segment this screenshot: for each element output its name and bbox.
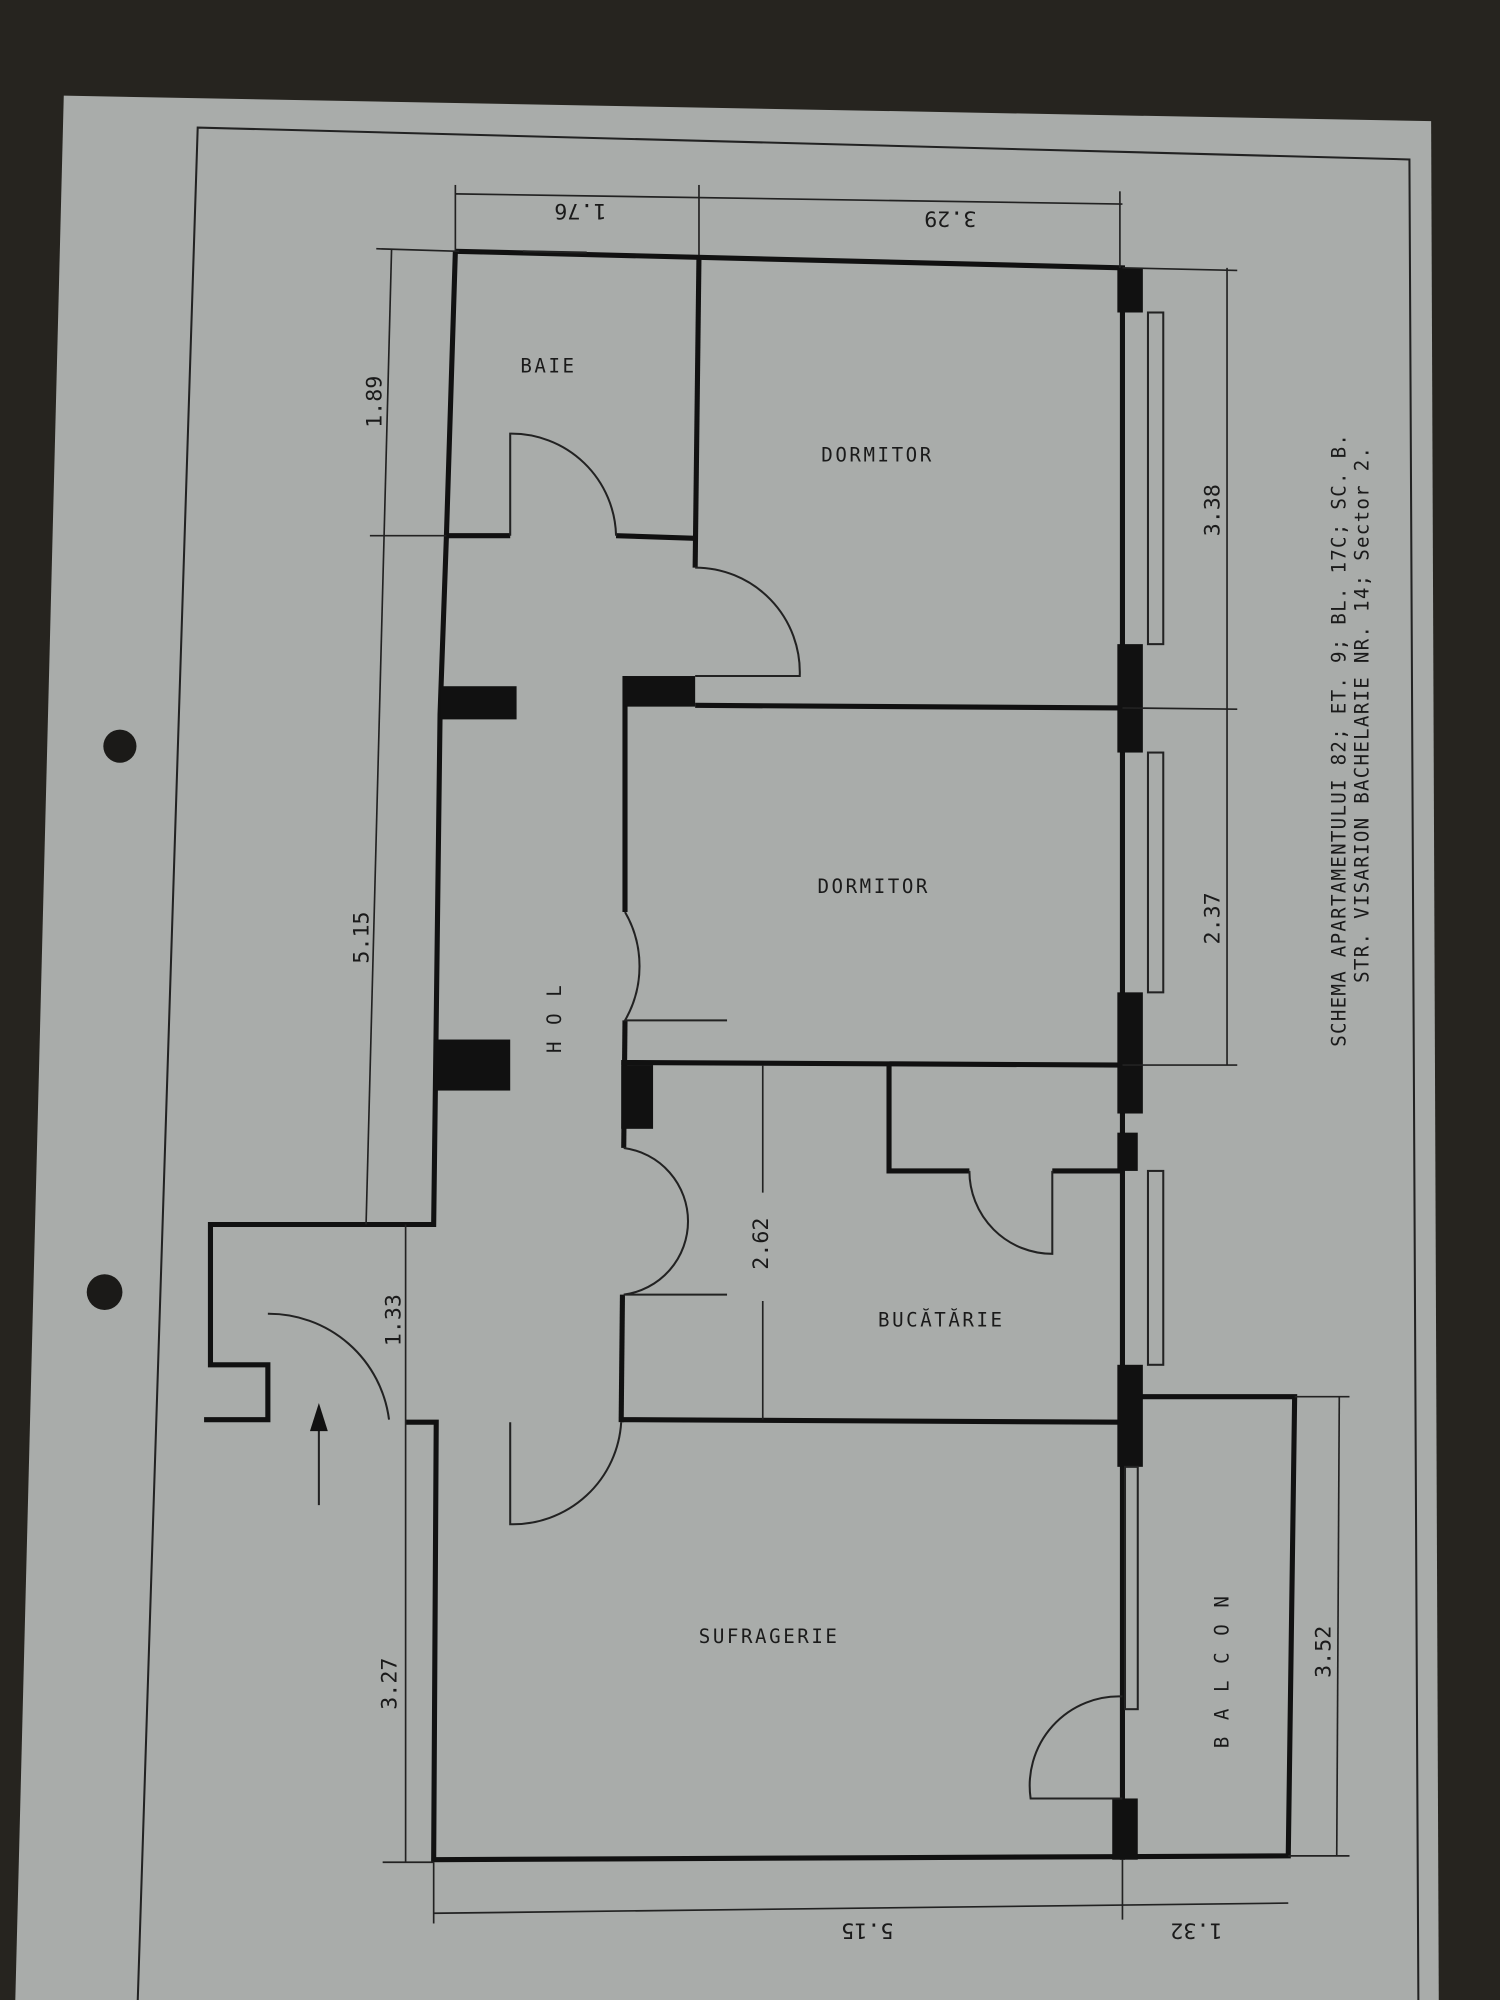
- entrance-arrow-icon: [309, 1403, 328, 1506]
- room-label-sufragerie: SUFRAGERIE: [699, 1625, 840, 1648]
- dim-label: 1.89: [362, 376, 387, 428]
- dimension-lines: [365, 184, 1350, 1924]
- room-label-hol: H O L: [543, 983, 566, 1053]
- drawing-border: [136, 126, 1420, 2000]
- dim-label: 2.62: [749, 1218, 774, 1270]
- dim-label: 3.52: [1311, 1626, 1336, 1678]
- caption-line-2: STR. VISARION BACHELARIE NR. 14; Sector …: [1351, 446, 1374, 983]
- room-label-bucatarie: BUCĂTĂRIE: [878, 1309, 1005, 1332]
- punch-hole: [103, 729, 137, 763]
- dim-label: 3.29: [924, 206, 976, 231]
- caption-line-1: SCHEMA APARTAMENTULUI 82; ET. 9; BL. 17C…: [1328, 433, 1351, 1047]
- room-label-dormitor-1: DORMITOR: [821, 444, 934, 467]
- punch-hole: [86, 1274, 123, 1310]
- dim-label: 3.27: [378, 1658, 403, 1710]
- dim-label: 3.38: [1200, 484, 1225, 536]
- room-label-baie: BAIE: [520, 354, 576, 377]
- paper-sheet: [15, 95, 1439, 2000]
- room-label-balcon: B A L C O N: [1210, 1594, 1233, 1749]
- dim-label: 5.15: [350, 911, 375, 963]
- room-label-dormitor-2: DORMITOR: [817, 875, 930, 898]
- doors: [267, 432, 1123, 1800]
- dim-label: 1.76: [554, 198, 606, 223]
- dim-label: 2.37: [1200, 892, 1225, 944]
- dim-label: 5.15: [841, 1917, 893, 1942]
- dim-label: 1.32: [1170, 1917, 1222, 1942]
- dim-label: 1.33: [382, 1294, 407, 1346]
